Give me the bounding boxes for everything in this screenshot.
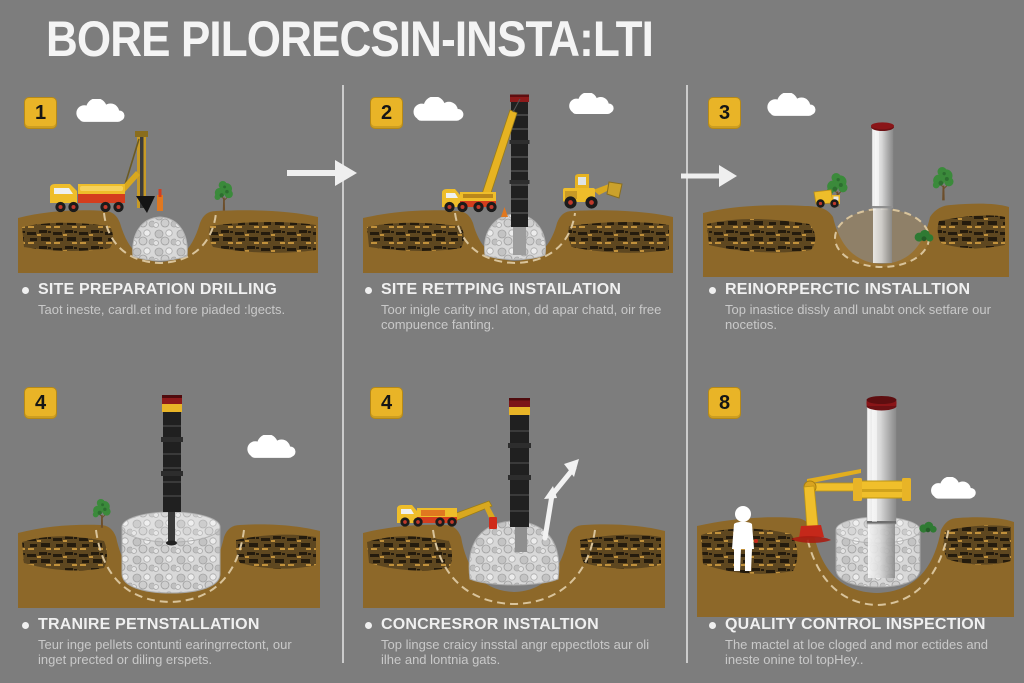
excavation-outline <box>804 526 950 607</box>
column-divider <box>686 85 688 663</box>
step-number-badge: 8 <box>708 387 741 419</box>
rock-stratum <box>367 222 464 251</box>
extraction-arrow-icon <box>542 459 579 541</box>
step5-illustration <box>363 398 665 608</box>
step-description: Taot ineste, cardl.et ind fore piaded :l… <box>38 302 286 317</box>
step3-illustration <box>703 93 1009 277</box>
sensor-tip <box>799 525 824 538</box>
step-panel-1: 1 SITE PREPARATION DRILLING Taot ineste,… <box>0 85 343 375</box>
next-step-arrow-icon <box>287 160 357 186</box>
paint-mark <box>791 536 831 543</box>
step1-illustration <box>18 99 318 273</box>
step-panel-5: 4 CONCRESROR INSTALTION Top lingse craic… <box>343 375 687 683</box>
step-caption: CONCRESROR INSTALTION Top lingse craicy … <box>365 616 663 668</box>
step4-illustration <box>18 395 320 608</box>
inspection-arm <box>791 469 911 543</box>
excavation-outline <box>432 529 596 606</box>
installed-pile <box>866 396 897 578</box>
cloud-icon <box>413 97 464 121</box>
step-heading: CONCRESROR INSTALTION <box>381 616 599 633</box>
step-caption: SITE PREPARATION DRILLING Taot ineste, c… <box>22 281 285 317</box>
rock-stratum <box>937 215 1005 249</box>
step-description: Top inastice dissly andl unabt onck setf… <box>725 302 991 333</box>
bullet-icon <box>709 287 716 294</box>
crane-truck <box>442 98 521 213</box>
auger-bit <box>136 196 155 213</box>
bullet-icon <box>22 287 29 294</box>
rock-stratum <box>943 525 1011 565</box>
step-number-badge: 4 <box>370 387 403 419</box>
step-number-badge: 3 <box>708 97 741 129</box>
rock-stratum <box>22 222 113 251</box>
installed-pile <box>871 122 894 263</box>
step6-illustration <box>697 396 1014 617</box>
bullet-icon <box>365 287 372 294</box>
step-heading: TRANIRE PETNSTALLATION <box>38 616 260 633</box>
step-heading: REINORPERCTIC INSTALLTION <box>725 281 971 298</box>
step-description: Teur inge pellets contunti earingrrecton… <box>38 637 292 668</box>
excavation-outline <box>454 212 576 265</box>
casing-pile <box>509 94 530 255</box>
rock-stratum <box>22 536 107 571</box>
tree-icon <box>932 167 955 201</box>
step-caption: SITE RETTPING INSTAILATION Toor inigle c… <box>365 281 663 333</box>
column-divider <box>342 85 344 663</box>
rock-stratum <box>209 222 316 253</box>
step-panel-6: 8 QUALITY CONTROL INSPECTION The mactel … <box>687 375 1024 683</box>
step-number-badge: 2 <box>370 97 403 129</box>
wheel-loader <box>563 174 623 209</box>
cloud-icon <box>767 93 816 116</box>
gravel-cylinder <box>835 516 921 588</box>
rock-stratum <box>568 222 669 253</box>
bullet-icon <box>709 622 716 629</box>
step-caption: REINORPERCTIC INSTALLTION Top inastice d… <box>709 281 1007 333</box>
poster-title: BORE PILORECSIN-INSTA:LTI <box>46 11 654 67</box>
step-panel-3: 3 REINORPERCTIC INSTALLTION Top inastice… <box>687 85 1024 375</box>
bullet-icon <box>365 622 372 629</box>
excavation-outline <box>103 212 217 265</box>
step-description: The mactel at loe cloged and mor ectides… <box>725 637 989 668</box>
pile-column <box>161 395 183 546</box>
tree-icon <box>92 499 112 529</box>
bush-icon <box>919 521 937 533</box>
bullet-icon <box>22 622 29 629</box>
rock-stratum <box>236 534 316 569</box>
cone-marker <box>501 207 508 217</box>
step-panel-4: 4 TRANIRE PETNSTALLATION Teur inge pelle… <box>0 375 343 683</box>
step-number-badge: 1 <box>24 97 57 129</box>
gravel-mound <box>132 216 188 261</box>
step-caption: QUALITY CONTROL INSPECTION The mactel at… <box>709 616 1007 668</box>
pump-nozzle <box>489 517 497 529</box>
cloud-icon <box>931 477 976 499</box>
drill-stub <box>157 195 163 211</box>
pile-column <box>508 398 531 552</box>
step-description: Top lingse craicy insstal angr eppectlot… <box>381 637 650 668</box>
rock-stratum <box>707 219 816 253</box>
step-number-badge: 4 <box>24 387 57 419</box>
next-step-arrow-icon <box>681 165 737 187</box>
step-caption: TRANIRE PETNSTALLATION Teur inge pellets… <box>22 616 320 668</box>
rock-stratum <box>580 534 661 569</box>
rock-stratum <box>367 536 452 571</box>
tree-icon <box>214 181 234 212</box>
drill-rig-truck <box>50 131 155 213</box>
inspector-person <box>732 506 758 571</box>
step-heading: SITE PREPARATION DRILLING <box>38 281 278 298</box>
cloud-icon <box>247 435 296 458</box>
cloud-icon <box>569 93 614 114</box>
step-heading: QUALITY CONTROL INSPECTION <box>725 616 986 633</box>
step-panel-2: 2 SITE RETTPING INSTAILATION Toor inigle… <box>343 85 687 375</box>
step2-illustration <box>363 93 673 273</box>
cloud-icon <box>76 99 125 122</box>
dump-truck <box>813 189 840 208</box>
step-heading: SITE RETTPING INSTAILATION <box>381 281 622 298</box>
step-description: Toor inigle carity incl aton, dd apar ch… <box>381 302 662 333</box>
concrete-pump-truck <box>397 500 497 529</box>
gravel-mound <box>468 520 560 586</box>
